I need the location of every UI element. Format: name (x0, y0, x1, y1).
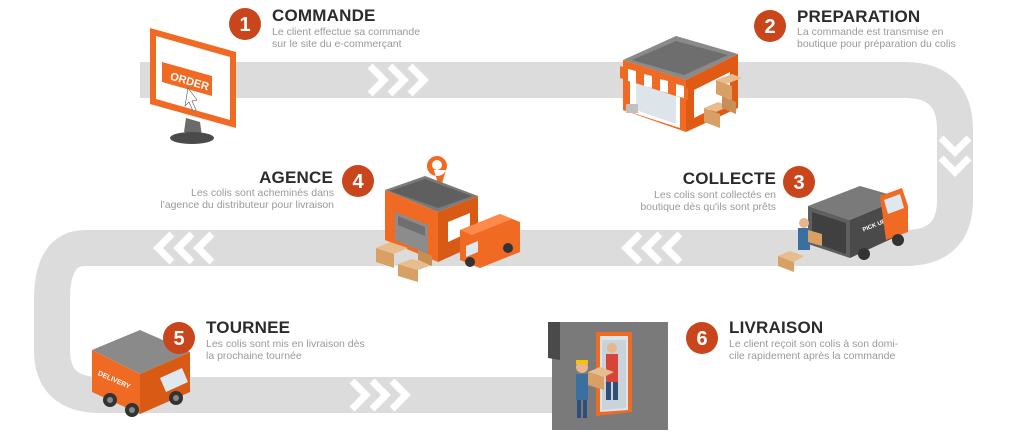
step-description-line: Les colis sont collectés en (654, 189, 776, 201)
step-description-3: Les colis sont collectés en boutique dès… (640, 189, 776, 213)
step-badge-2: 2 (754, 10, 786, 42)
chevron-down-icon (938, 135, 972, 177)
step-description-line: sur le site du e-commerçant (272, 37, 402, 50)
step-description-2: La commande est transmise en boutique po… (797, 26, 956, 50)
step-number-3: 3 (793, 172, 804, 194)
step-title-6: LIVRAISON (729, 318, 824, 337)
step-number-2: 2 (764, 16, 775, 38)
step-badge-4: 4 (342, 165, 374, 197)
chevron-left-icon (153, 231, 215, 265)
order-monitor-icon: ORDER (150, 28, 236, 144)
chevron-left-icon (621, 231, 683, 265)
step-number-4: 4 (352, 171, 364, 193)
step-number-6: 6 (696, 328, 707, 350)
step-description-line: cile rapidement après la commande (729, 349, 896, 362)
process-path (34, 62, 973, 413)
step-title-5: TOURNEE (206, 318, 291, 337)
delivery-van-icon: DELIVERY (92, 330, 190, 417)
step-title-1: COMMANDE (272, 6, 376, 25)
step-description-5: Les colis sont mis en livraison dès la p… (206, 338, 365, 362)
step-title-4: AGENCE (259, 168, 333, 187)
agency-building-icon (376, 156, 520, 282)
doorstep-delivery-icon (548, 322, 668, 430)
step-badge-3: 3 (783, 166, 815, 198)
step-description-line: Les colis sont acheminés dans (191, 187, 334, 199)
step-description-line: Les colis sont mis en livraison dès (206, 338, 365, 350)
step-description-line: boutique pour préparation du colis (797, 37, 956, 50)
step-title-2: PREPARATION (797, 7, 921, 26)
pickup-truck-icon: PICK UP (778, 186, 908, 272)
step-description-line: l'agence du distributeur pour livraison (160, 198, 334, 211)
chevron-right-icon (349, 378, 411, 412)
path-chevrons (153, 63, 972, 412)
step-badge-6: 6 (686, 322, 718, 354)
step-number-5: 5 (173, 328, 184, 350)
step-number-1: 1 (239, 14, 250, 36)
step-title-3: COLLECTE (682, 169, 776, 188)
step-description-line: la prochaine tournée (206, 349, 302, 362)
step-badge-5: 5 (163, 322, 195, 354)
step-description-line: Le client reçoit son colis à son domi- (729, 338, 899, 350)
chevron-right-icon (367, 63, 429, 97)
step-description-1: Le client effectue sa commande sur le si… (272, 26, 421, 50)
step-description-4: Les colis sont acheminés dans l'agence d… (160, 187, 334, 211)
step-badge-1: 1 (229, 8, 261, 40)
step-description-line: boutique dès qu'ils sont prêts (640, 200, 776, 213)
step-description-line: La commande est transmise en (797, 26, 944, 38)
shop-icon (620, 36, 742, 132)
step-description-line: Le client effectue sa commande (272, 26, 421, 38)
step-description-6: Le client reçoit son colis à son domi- c… (729, 338, 899, 362)
